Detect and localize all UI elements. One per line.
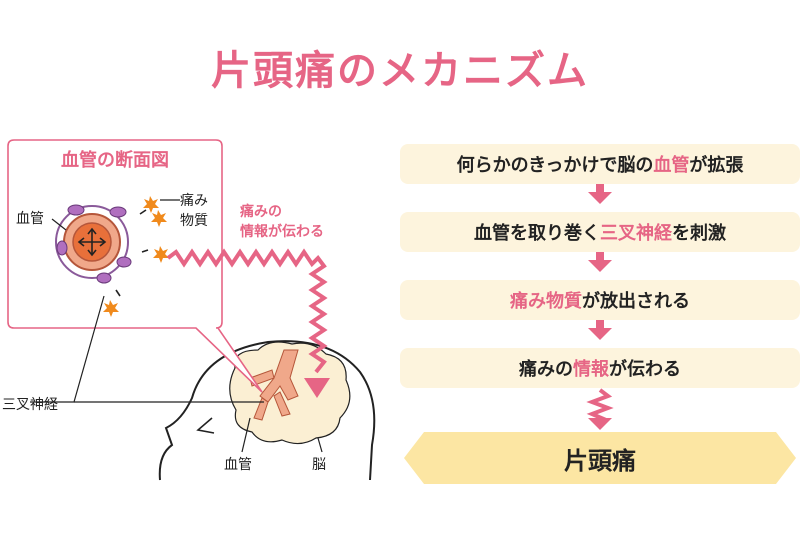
step1-text-c: が拡張 — [689, 155, 744, 176]
pain-stars — [103, 196, 169, 317]
flow-step-2: 血管を取り巻く三叉神経を刺激 — [400, 212, 800, 252]
step1-text-b: 血管 — [653, 155, 690, 176]
step3-text-a: 痛み物質 — [510, 291, 582, 312]
trigeminal-nerve-label: 三叉神経 — [2, 397, 58, 413]
step4-text-a: 痛みの — [519, 359, 573, 380]
step1-text-a: 何らかのきっかけで脳の — [456, 155, 654, 176]
flow-arrows — [588, 184, 612, 340]
ear-mark — [196, 417, 215, 434]
step2-text-b: 三叉神経 — [600, 223, 672, 244]
flow-step-4: 痛みの情報が伝わる — [400, 348, 800, 388]
pain-info-label-1: 痛みの — [240, 204, 282, 220]
pain-info-label-2: 情報が伝わる — [240, 224, 324, 240]
flow-step-3: 痛み物質が放出される — [400, 280, 800, 320]
step2-text-a: 血管を取り巻く — [474, 223, 600, 244]
final-banner — [404, 432, 796, 484]
step2-text-c: を刺激 — [672, 223, 726, 244]
brain-label: 脳 — [312, 457, 326, 473]
cross-section-title: 血管の断面図 — [61, 150, 169, 171]
step4-text-b: 情報 — [573, 359, 609, 380]
step3-text-b: が放出される — [582, 291, 690, 312]
pain-substance-label-2: 物質 — [180, 213, 208, 229]
vessel-bottom-label: 血管 — [224, 457, 252, 473]
step4-text-c: が伝わる — [609, 359, 681, 380]
vessel-cross-section — [55, 204, 132, 284]
pain-signal-arrowhead — [304, 378, 330, 398]
callout-box — [7, 139, 263, 393]
page-title: 片頭痛のメカニズム — [211, 48, 589, 94]
final-zigzag-arrow — [586, 388, 614, 422]
final-result-label: 片頭痛 — [564, 446, 636, 475]
pain-signal-zigzag — [166, 248, 328, 374]
flow-step-1: 何らかのきっかけで脳の血管が拡張 — [400, 144, 800, 184]
vessel-label: 血管 — [16, 211, 44, 227]
pain-substance-label-1: 痛み — [180, 193, 208, 209]
